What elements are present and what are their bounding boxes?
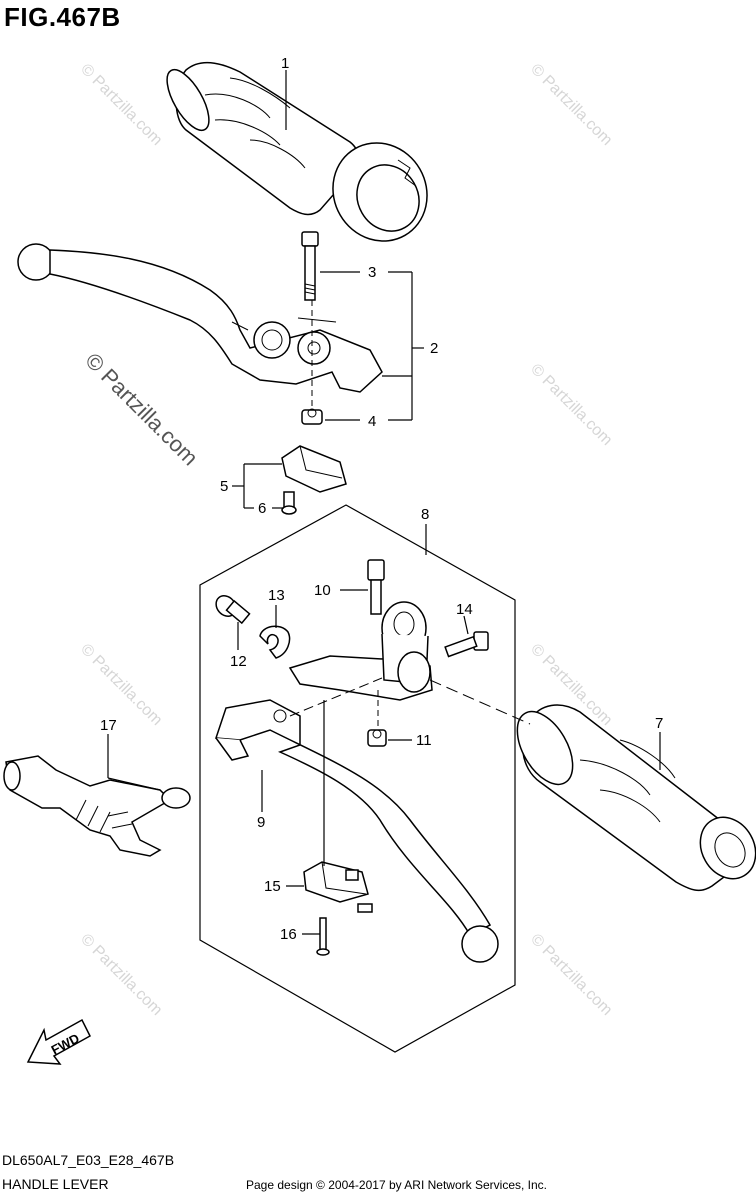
callout-5: 5: [220, 478, 228, 495]
part-17-cable-guide: [3, 755, 191, 857]
fwd-arrow-icon: FWD: [26, 1018, 91, 1065]
callout-14: 14: [456, 601, 473, 618]
watermark: © Partzilla.com: [77, 931, 165, 1019]
callout-15: 15: [264, 878, 281, 895]
part-9-clutch-lever: [214, 699, 499, 963]
callout-8: 8: [421, 506, 429, 523]
watermark: © Partzilla.com: [527, 931, 615, 1019]
part-14-bolt: [444, 631, 489, 658]
part-1-throttle-grip: [166, 61, 428, 242]
callout-3: 3: [368, 264, 376, 281]
watermark-large: © Partzilla.com: [80, 348, 203, 471]
callout-6: 6: [258, 500, 266, 517]
leader-lines: [107, 70, 661, 935]
callout-1: 1: [281, 55, 289, 72]
callout-7: 7: [655, 715, 663, 732]
part-3-bolt: [301, 231, 319, 301]
callout-9: 9: [257, 814, 265, 831]
part-10-bolt: [367, 559, 385, 615]
part-8-frame: [199, 504, 516, 1053]
part-5-brake-switch: [281, 445, 347, 493]
watermark: © Partzilla.com: [527, 61, 615, 149]
callout-2: 2: [430, 340, 438, 357]
callout-13: 13: [268, 587, 285, 604]
watermark: © Partzilla.com: [527, 361, 615, 449]
part-6-screw: [281, 491, 297, 515]
section-name: HANDLE LEVER: [2, 1176, 109, 1192]
part-7-handle-grip: [516, 704, 756, 892]
callout-16: 16: [280, 926, 297, 943]
callout-17: 17: [100, 717, 117, 734]
part-2-brake-lever: [17, 243, 383, 393]
copyright-notice: Page design © 2004-2017 by ARI Network S…: [246, 1178, 548, 1192]
watermark: © Partzilla.com: [77, 641, 165, 729]
model-code: DL650AL7_E03_E28_467B: [2, 1152, 175, 1168]
part-4-nut: [301, 408, 323, 425]
figure-title: FIG.467B: [4, 2, 121, 32]
callout-12: 12: [230, 653, 247, 670]
clutch-bracket: [288, 601, 433, 701]
callout-11: 11: [416, 732, 432, 749]
part-15-clutch-switch: [303, 861, 373, 913]
part-11-nut: [367, 729, 387, 747]
part-16-screw: [316, 917, 330, 956]
callout-labels: 1 2 3 4 5 6 7 8 9 10 11 12 13 14 15 16 1…: [100, 55, 663, 943]
part-13-washer: [259, 625, 291, 659]
callout-4: 4: [368, 413, 376, 430]
watermark: © Partzilla.com: [77, 61, 165, 149]
callout-10: 10: [314, 582, 331, 599]
part-12-screw: [215, 595, 251, 625]
fwd-label: FWD: [49, 1030, 82, 1057]
